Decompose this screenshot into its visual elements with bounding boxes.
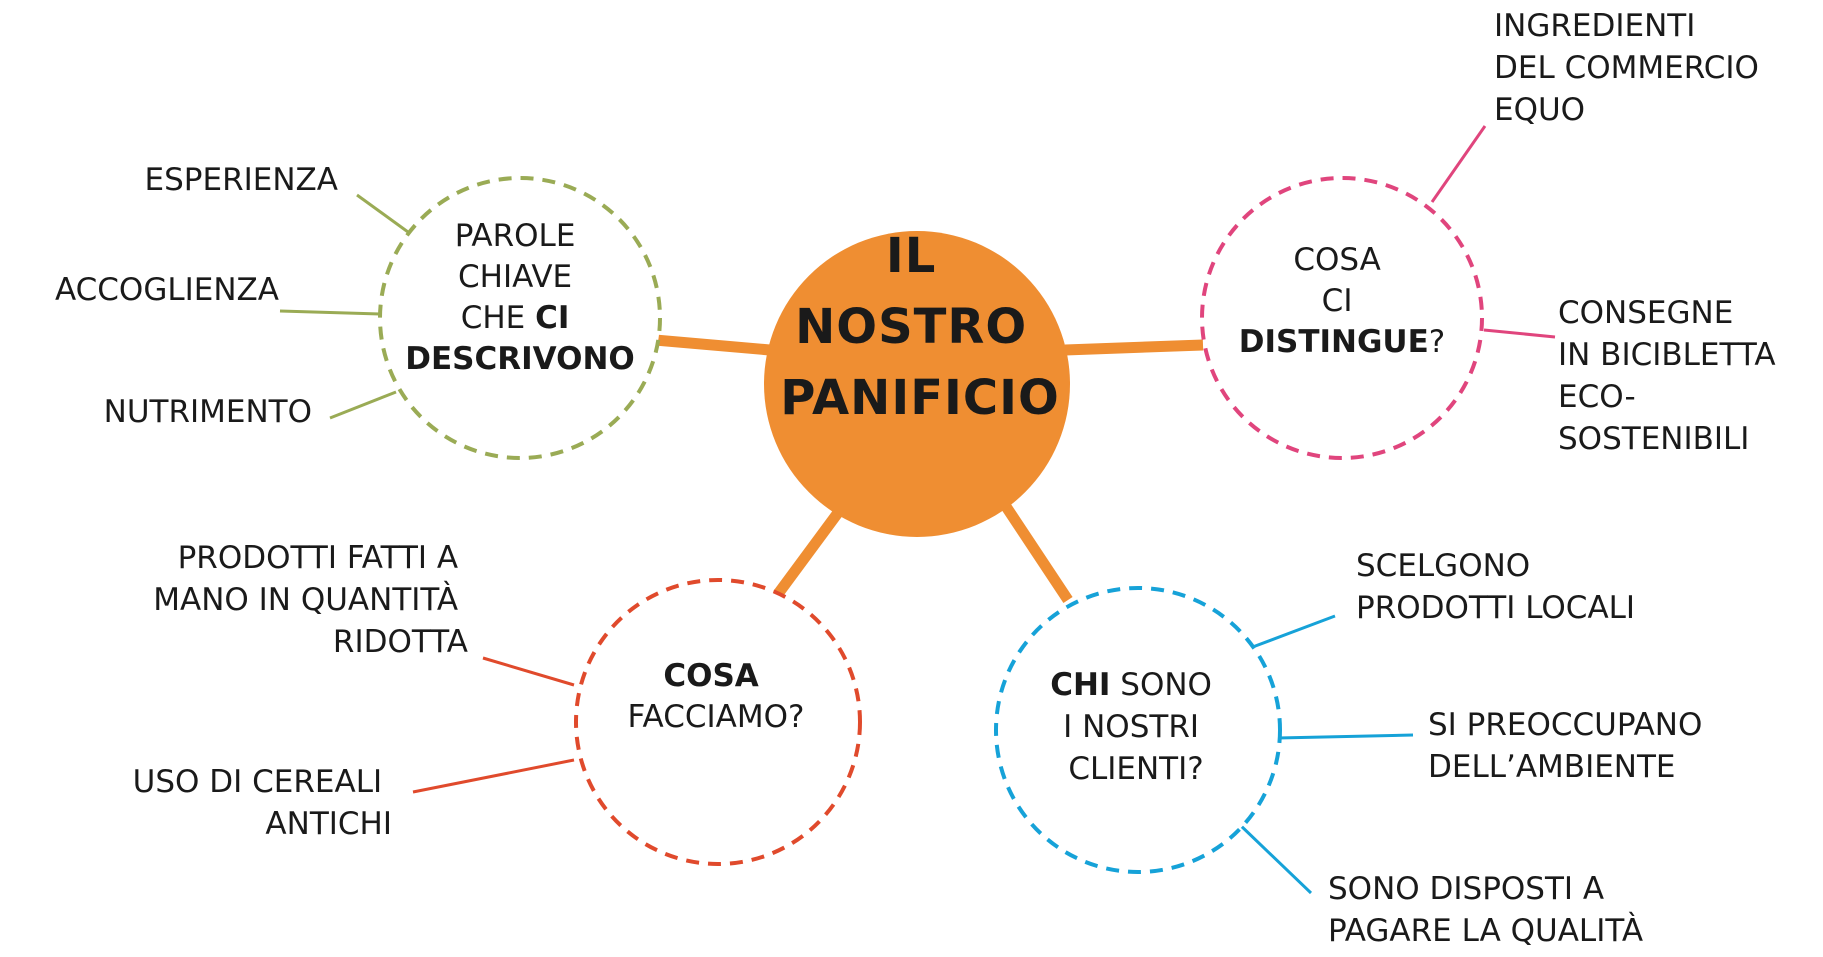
keywords-line4-bold: DESCRIVONO	[405, 341, 635, 377]
what-we-do-label: COSA FACCIAMO?	[628, 658, 805, 735]
leaf-ingredienti: INGREDIENTI DEL COMMERCIO EQUO	[1494, 8, 1769, 128]
distinguish-line1: COSA	[1293, 242, 1381, 278]
connector-keywords	[654, 334, 771, 356]
node-what-we-do: COSA FACCIAMO? PRODOTTI FATTI A MANO IN …	[133, 540, 862, 866]
what-we-do-line1-bold: COSA	[663, 658, 758, 694]
branch-ingredienti	[1430, 125, 1487, 203]
keywords-label: PAROLE CHIAVE CHE CI DESCRIVONO	[405, 218, 635, 377]
distinguish-label: COSA CI DISTINGUE?	[1239, 242, 1445, 360]
leaf-accoglienza: ACCOGLIENZA	[55, 272, 279, 308]
clients-bubble	[994, 586, 1282, 874]
connector-what-we-do	[770, 506, 845, 602]
keywords-line2: CHIAVE	[458, 259, 572, 295]
keywords-line3-prefix: CHE	[461, 300, 535, 336]
keywords-bubble	[378, 176, 662, 460]
clients-line1-bold: CHI	[1050, 667, 1110, 703]
branch-scelgono	[1249, 614, 1336, 650]
leaf-disposti: SONO DISPOSTI A PAGARE LA QUALITÀ	[1328, 871, 1643, 949]
distinguish-line3-suffix: ?	[1429, 324, 1445, 360]
clients-label: CHI SONO I NOSTRI CLIENTI?	[1050, 667, 1222, 787]
leaf-nutrimento: NUTRIMENTO	[104, 394, 312, 430]
leaf-consegne: CONSEGNE IN BICIBLETTA ECO- SOSTENIBILI	[1558, 295, 1786, 457]
leaf-esperienza: ESPERIENZA	[145, 162, 338, 198]
branch-cereali	[412, 758, 575, 794]
branch-consegne	[1483, 328, 1556, 339]
node-keywords: PAROLE CHIAVE CHE CI DESCRIVONO ESPERIEN…	[55, 162, 662, 460]
branch-preoccupano	[1277, 733, 1414, 740]
node-distinguish: COSA CI DISTINGUE? INGREDIENTI DEL COMME…	[1200, 8, 1786, 460]
keywords-line3-bold: CI	[535, 300, 569, 336]
clients-line1-suffix: SONO	[1110, 667, 1212, 703]
leaf-prodotti-fatti: PRODOTTI FATTI A MANO IN QUANTITÀ RIDOTT…	[153, 540, 468, 660]
center-connectors	[654, 334, 1204, 604]
leaf-preoccupano: SI PREOCCUPANO DELL’AMBIENTE	[1428, 707, 1712, 785]
connector-distinguish	[1064, 339, 1204, 356]
center-circle	[764, 231, 1070, 537]
connector-clients	[1000, 501, 1073, 604]
clients-line2: I NOSTRI	[1063, 709, 1199, 745]
center-title-line3: PANIFICIO	[780, 370, 1060, 426]
what-we-do-bubble	[574, 578, 862, 866]
branch-prodotti-fatti	[482, 656, 575, 687]
branch-accoglienza	[279, 309, 381, 316]
center-title-line1: IL	[886, 228, 936, 284]
leaf-cereali: USO DI CEREALI ANTICHI	[133, 764, 392, 842]
center-title: IL NOSTRO PANIFICIO	[780, 228, 1060, 426]
node-clients: CHI SONO I NOSTRI CLIENTI? SCELGONO PROD…	[994, 548, 1712, 949]
center-title-line2: NOSTRO	[795, 299, 1027, 355]
branch-nutrimento	[329, 390, 397, 420]
leaf-scelgono: SCELGONO PRODOTTI LOCALI	[1356, 548, 1635, 626]
branch-disposti	[1236, 821, 1313, 895]
distinguish-line2: CI	[1322, 283, 1353, 319]
what-we-do-line2: FACCIAMO?	[628, 699, 805, 735]
distinguish-line3-bold: DISTINGUE	[1239, 324, 1429, 360]
branch-esperienza	[356, 193, 409, 234]
keywords-line1: PAROLE	[455, 218, 576, 254]
distinguish-bubble	[1200, 176, 1484, 460]
clients-line3: CLIENTI?	[1068, 751, 1203, 787]
